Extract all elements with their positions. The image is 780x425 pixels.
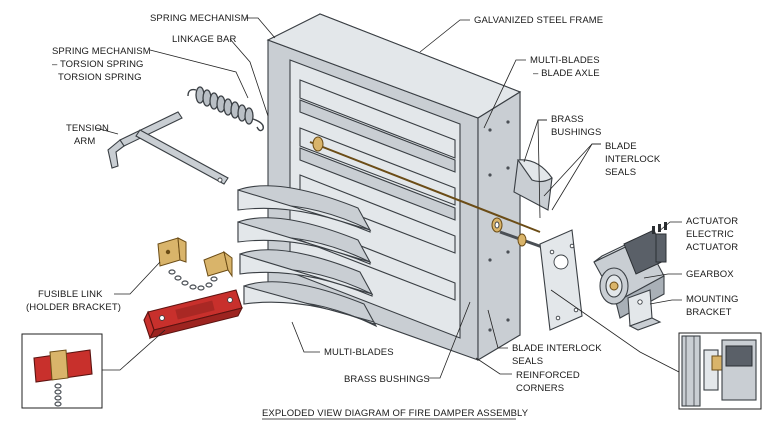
label-multi-blades-axle-1: MULTI-BLADES [530, 55, 600, 66]
label-mounting-bracket-1: MOUNTING [686, 294, 739, 305]
label-spring-torsion-3: TORSION SPRING [58, 72, 142, 83]
label-galvanized-steel-frame: GALVANIZED STEEL FRAME [474, 15, 603, 26]
brass-bushing-left [312, 136, 324, 152]
label-reinforced-corners-1: REINFORCED [516, 370, 580, 381]
inset-actuator-detail [678, 332, 762, 410]
label-gearbox: GEARBOX [686, 269, 734, 280]
label-blade-interlock-bottom-1: BLADE INTERLOCK [512, 343, 602, 354]
label-linkage-bar: LINKAGE BAR [172, 34, 236, 45]
gearbox [599, 267, 629, 305]
label-fusible-link-1: FUSIBLE LINK [38, 289, 103, 300]
torsion-spring [187, 86, 264, 132]
label-spring-torsion-1: SPRING MECHANISM [52, 46, 151, 57]
label-reinforced-corners-2: CORNERS [516, 383, 564, 394]
multi-blades-exploded [237, 185, 378, 328]
label-brass-bushings-right-2: BUSHINGS [551, 127, 601, 138]
blade-interlock-seal-right [513, 159, 553, 211]
fusible-link-holder-bracket [157, 237, 233, 291]
leader-lines [95, 17, 682, 379]
tension-arm [107, 111, 229, 185]
label-actuator-1: ACTUATOR [686, 216, 738, 227]
label-brass-bushings-right-1: BRASS [551, 114, 584, 125]
label-blade-interlock-right-2: INTERLOCK [605, 154, 661, 165]
label-multi-blades-axle-2: – BLADE AXLE [533, 68, 600, 79]
diagram-caption: EXPLODED VIEW DIAGRAM OF FIRE DAMPER ASS… [262, 408, 529, 419]
label-blade-interlock-right-1: BLADE [605, 141, 637, 152]
label-mounting-bracket-2: BRACKET [686, 307, 732, 318]
label-blade-interlock-right-3: SEALS [605, 167, 636, 178]
fusible-link [143, 289, 243, 340]
label-multi-blades-bottom: MULTI-BLADES [324, 347, 394, 358]
actuator-mounting-plate [539, 229, 583, 331]
label-fusible-link-2: (HOLDER BRACKET) [26, 302, 121, 313]
blade-axle [499, 230, 546, 250]
mounting-bracket [627, 289, 662, 331]
label-tension-arm-1: TENSION [66, 123, 109, 134]
label-spring-mechanism-top: SPRING MECHANISM [150, 13, 249, 24]
label-blade-interlock-bottom-2: SEALS [512, 356, 543, 367]
brass-bushing-right [491, 217, 503, 233]
label-brass-bushings-bottom: BRASS BUSHINGS [344, 374, 430, 385]
label-spring-torsion-2: – TORSION SPRING [52, 59, 144, 70]
label-tension-arm-2: ARM [74, 136, 95, 147]
label-actuator-3: ACTUATOR [686, 242, 738, 253]
inset-fusible-link-detail [21, 333, 103, 409]
label-actuator-2: ELECTRIC [686, 229, 734, 240]
